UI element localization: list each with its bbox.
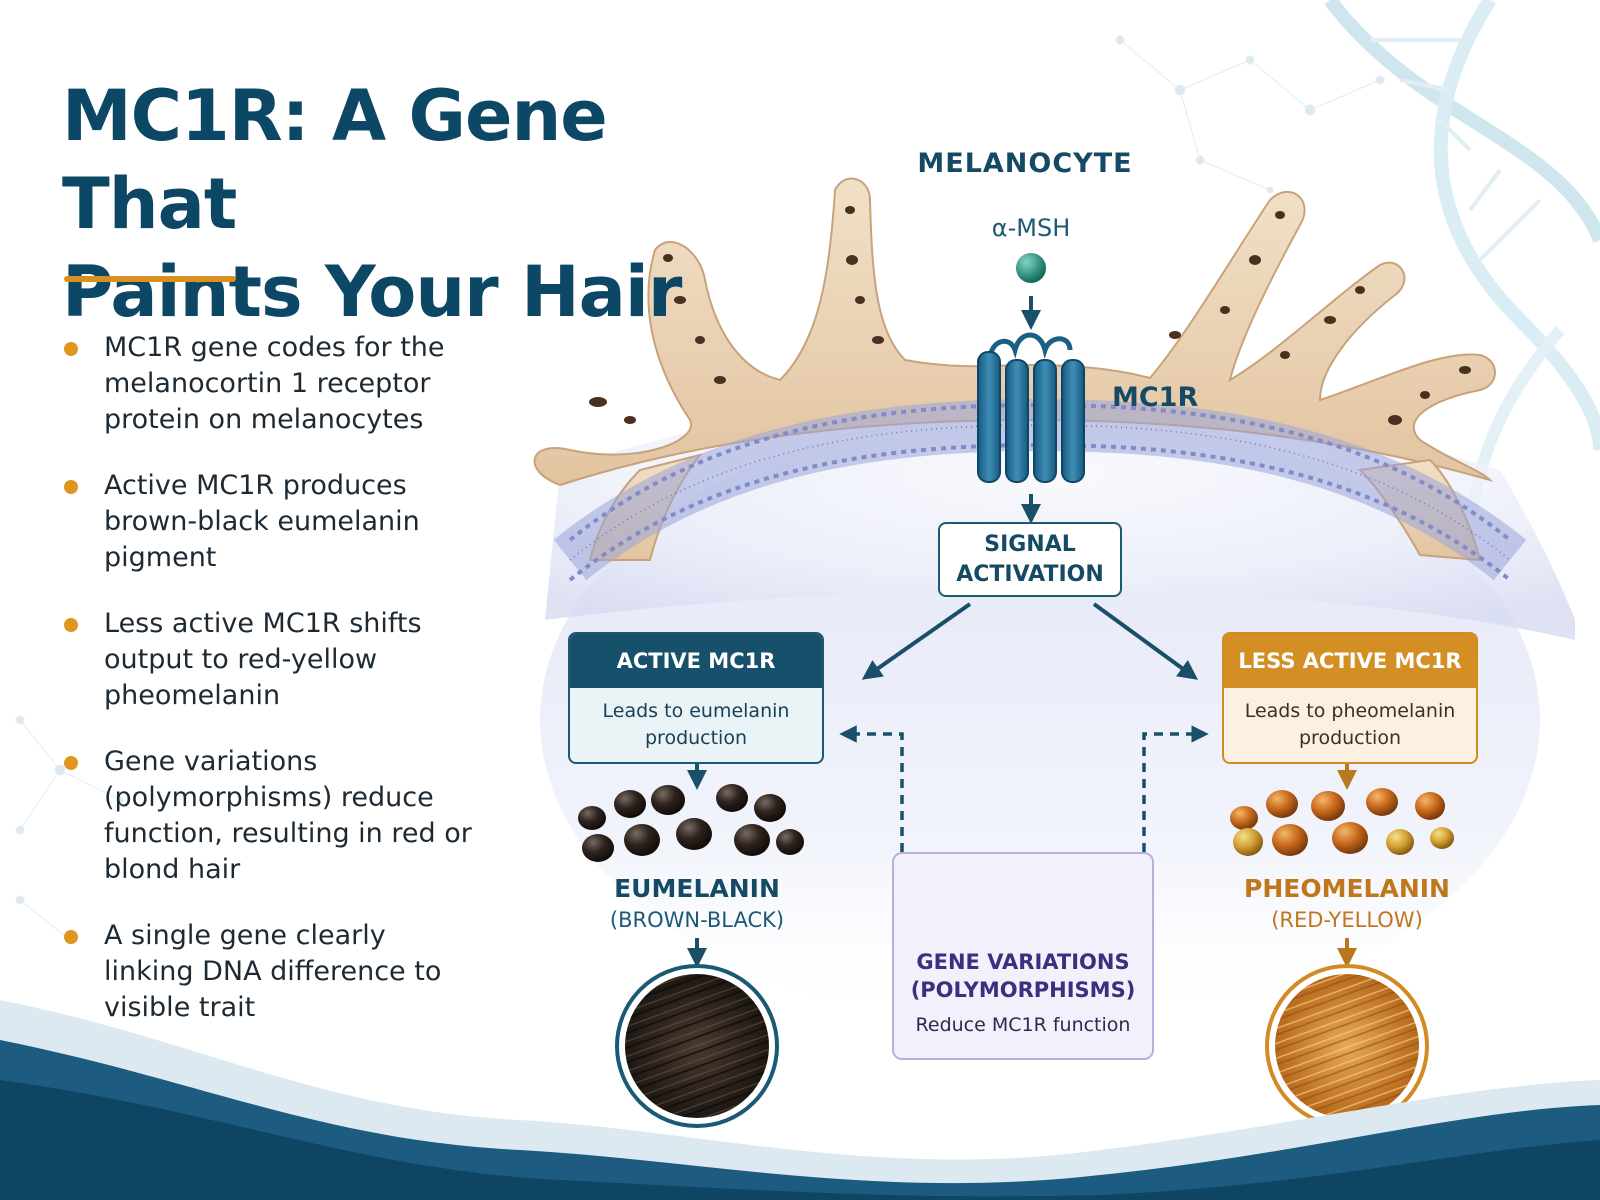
title-line-2: Paints Your Hair [62, 251, 682, 333]
melanocyte-label: MELANOCYTE [917, 148, 1133, 179]
bullet-text: Active MC1R produces brown-black eumelan… [104, 470, 420, 573]
bullet-text: Less active MC1R shifts output to red-ye… [104, 608, 422, 711]
active-body-line-1: Leads to eumelanin [602, 700, 790, 722]
bottom-wave [0, 1000, 1600, 1200]
bullet-dot [64, 342, 78, 356]
less-active-body-line-1: Leads to pheomelanin [1244, 700, 1456, 722]
bullet-item: A single gene clearly linking DNA differ… [62, 918, 482, 1026]
pheomelanin-sublabel: (RED-YELLOW) [1271, 908, 1423, 932]
signal-activation-box: SIGNAL ACTIVATION [938, 522, 1122, 597]
gene-variations-box [892, 852, 1154, 1060]
active-body-line-2: production [644, 727, 748, 749]
title-line-1: MC1R: A Gene That [62, 75, 608, 245]
bullet-text: A single gene clearly linking DNA differ… [104, 920, 442, 1023]
bullet-text: Gene variations (polymorphisms) reduce f… [104, 746, 472, 885]
bullet-item: MC1R gene codes for the melanocortin 1 r… [62, 330, 482, 438]
bullet-item: Less active MC1R shifts output to red-ye… [62, 606, 482, 714]
less-active-mc1r-title: LESS ACTIVE MC1R [1224, 634, 1476, 688]
pheomelanin-label: PHEOMELANIN [1244, 874, 1450, 903]
variation-dashed-arrows [839, 725, 1209, 852]
eumelanin-sublabel: (BROWN-BLACK) [609, 908, 785, 932]
active-mc1r-box: ACTIVE MC1R Leads to eumelanin productio… [568, 632, 824, 764]
bullet-dot [64, 930, 78, 944]
eumelanin-granules [578, 784, 804, 862]
bullet-text: MC1R gene codes for the melanocortin 1 r… [104, 332, 445, 435]
pathway-arrows [687, 296, 1199, 968]
eumelanin-label: EUMELANIN [614, 874, 780, 903]
melanosome-dots [589, 206, 1471, 425]
gene-variations-body: Reduce MC1R function [915, 1014, 1131, 1036]
active-mc1r-title: ACTIVE MC1R [570, 634, 822, 688]
title-underline [64, 276, 236, 282]
less-active-mc1r-body: Leads to pheomelanin production [1224, 688, 1476, 752]
less-active-mc1r-box: LESS ACTIVE MC1R Leads to pheomelanin pr… [1222, 632, 1478, 764]
bullet-list: MC1R gene codes for the melanocortin 1 r… [62, 330, 482, 1056]
variations-title-line-1: GENE VARIATIONS [916, 950, 1130, 974]
signal-line-1: SIGNAL [984, 532, 1076, 557]
less-active-body-line-2: production [1298, 727, 1402, 749]
bullet-item: Active MC1R produces brown-black eumelan… [62, 468, 482, 576]
gene-variations-title: GENE VARIATIONS (POLYMORPHISMS) [892, 948, 1154, 1004]
bullet-item: Gene variations (polymorphisms) reduce f… [62, 744, 482, 888]
bullet-dot [64, 480, 78, 494]
pheomelanin-granules [1230, 788, 1454, 856]
bullet-dot [64, 618, 78, 632]
active-mc1r-body: Leads to eumelanin production [570, 688, 822, 752]
dark-hair-swatch [615, 964, 779, 1128]
mc1r-label: MC1R [1112, 382, 1199, 413]
alpha-msh-label: α-MSH [991, 214, 1071, 242]
red-hair-swatch [1265, 964, 1429, 1128]
mc1r-receptor [977, 332, 1085, 483]
alpha-msh-ligand [1016, 253, 1046, 283]
variations-title-line-2: (POLYMORPHISMS) [910, 978, 1136, 1002]
signal-line-2: ACTIVATION [956, 562, 1104, 587]
page-title: MC1R: A Gene That Paints Your Hair [62, 72, 782, 336]
bullet-dot [64, 756, 78, 770]
